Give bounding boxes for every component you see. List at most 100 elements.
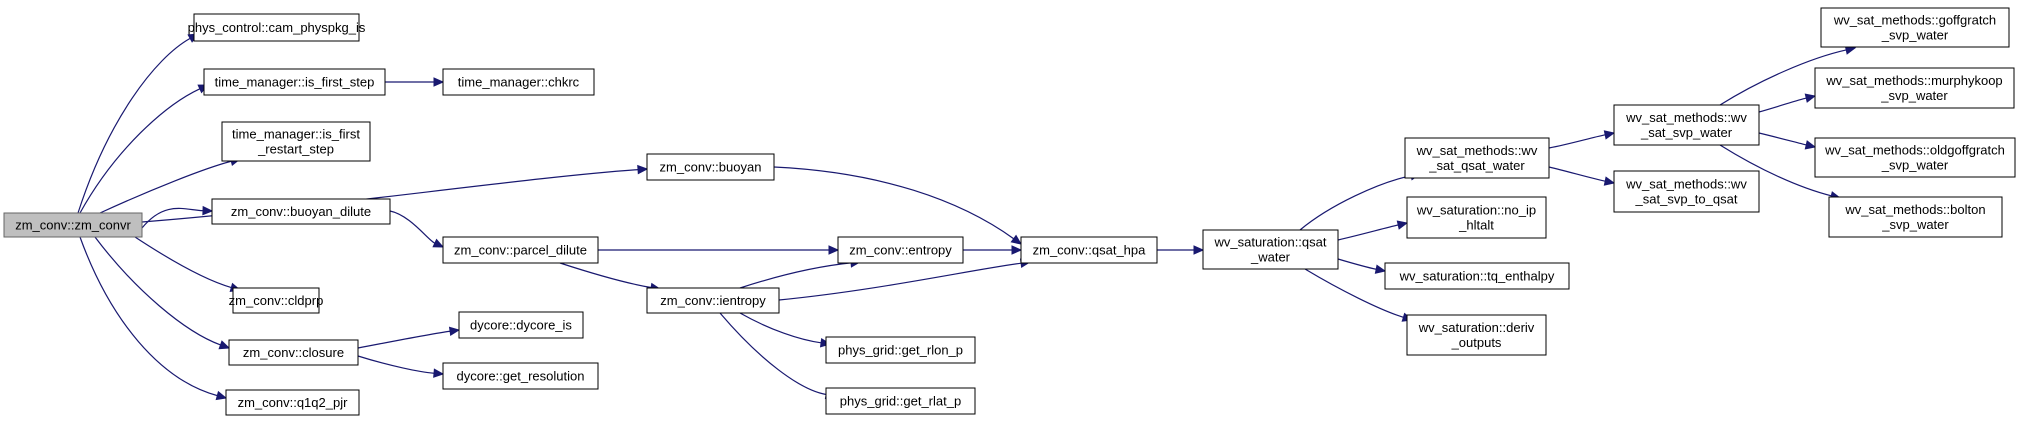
node-box[interactable]	[458, 311, 584, 339]
node-is_first_step[interactable]: time_manager::is_first_step	[203, 68, 386, 96]
node-box[interactable]	[1384, 262, 1570, 290]
node-box[interactable]	[3, 212, 143, 238]
node-box[interactable]	[1613, 170, 1760, 213]
node-box[interactable]	[1404, 137, 1550, 179]
node-label: wv_sat_methods::wv	[1625, 110, 1747, 125]
node-label: _sat_qsat_water	[1428, 158, 1525, 173]
edge-line	[719, 312, 827, 396]
edge-ientropy-to-get_rlon_p	[739, 312, 832, 348]
edges-layer	[77, 33, 1857, 401]
node-wv_sat_svp_to_qsat[interactable]: wv_sat_methods::wv_sat_svp_to_qsat	[1613, 170, 1760, 213]
node-box[interactable]	[225, 389, 360, 416]
node-get_rlon_p[interactable]: phys_grid::get_rlon_p	[825, 336, 976, 364]
node-box[interactable]	[1613, 104, 1760, 146]
node-box[interactable]	[232, 287, 320, 314]
node-box[interactable]	[1406, 196, 1547, 239]
node-ientropy[interactable]: zm_conv::ientropy	[646, 287, 780, 314]
arrowhead-icon	[218, 340, 231, 350]
node-label: time_manager::is_first	[232, 127, 360, 142]
node-qsat_water[interactable]: wv_saturation::qsat_water	[1202, 229, 1339, 270]
node-label: phys_grid::get_rlat_p	[840, 394, 961, 409]
node-box[interactable]	[1828, 196, 2003, 238]
arrowhead-icon	[1804, 93, 1817, 103]
node-buoyan[interactable]: zm_conv::buoyan	[646, 153, 775, 181]
node-qsat_hpa[interactable]: zm_conv::qsat_hpa	[1020, 236, 1158, 264]
edge-line	[1304, 268, 1404, 318]
node-entropy[interactable]: zm_conv::entropy	[837, 236, 964, 264]
edge-entropy-to-qsat_hpa	[962, 245, 1023, 255]
node-q1q2_pjr[interactable]: zm_conv::q1q2_pjr	[225, 389, 360, 416]
node-deriv_outputs[interactable]: wv_saturation::deriv_outputs	[1406, 314, 1547, 356]
node-label: time_manager::chkrc	[458, 75, 580, 90]
node-cam_physpkg_is[interactable]: phys_control::cam_physpkg_is	[188, 13, 366, 42]
node-parcel_dilute[interactable]: zm_conv::parcel_dilute	[442, 236, 599, 264]
node-box[interactable]	[193, 13, 360, 42]
node-label: _restart_step	[257, 142, 334, 157]
node-box[interactable]	[646, 153, 775, 181]
edge-zm_convr-to-cldprp	[134, 236, 242, 292]
node-label: zm_conv::buoyan_dilute	[231, 204, 371, 219]
arrowhead-icon	[432, 238, 445, 248]
node-goffgratch[interactable]: wv_sat_methods::goffgratch_svp_water	[1820, 7, 2010, 48]
node-label: _sat_svp_water	[1640, 125, 1733, 140]
edge-buoyan_dilute-to-parcel_dilute	[389, 210, 445, 248]
node-box[interactable]	[1202, 229, 1339, 270]
node-box[interactable]	[1814, 137, 2016, 178]
node-get_rlat_p[interactable]: phys_grid::get_rlat_p	[825, 387, 976, 415]
node-label: wv_saturation::no_ip	[1416, 203, 1536, 218]
edge-qsat_water-to-no_ip_hltalt	[1337, 220, 1409, 241]
node-label: time_manager::is_first_step	[215, 75, 375, 90]
edge-line	[389, 210, 436, 244]
node-label: wv_sat_methods::oldgoffgratch	[1824, 143, 2005, 158]
arrowhead-icon	[433, 368, 445, 378]
edge-line	[99, 160, 232, 214]
node-box[interactable]	[825, 336, 976, 364]
node-zm_convr[interactable]: zm_conv::zm_convr	[3, 212, 143, 238]
node-box[interactable]	[1814, 67, 2015, 109]
arrowhead-icon	[433, 77, 445, 87]
arrowhead-icon	[1804, 140, 1817, 150]
arrowhead-icon	[448, 326, 461, 337]
edge-parcel_dilute-to-entropy	[597, 245, 840, 255]
node-box[interactable]	[228, 339, 359, 366]
node-chkrc[interactable]: time_manager::chkrc	[442, 68, 595, 96]
edge-zm_convr-to-q1q2_pjr	[79, 236, 228, 401]
edge-closure-to-dycore_is	[357, 326, 461, 349]
node-label: _svp_water	[1881, 28, 1949, 43]
node-dycore_is[interactable]: dycore::dycore_is	[458, 311, 584, 339]
node-get_resolution[interactable]: dycore::get_resolution	[442, 362, 599, 390]
node-label: _svp_water	[1881, 158, 1949, 173]
node-box[interactable]	[442, 236, 599, 264]
node-label: wv_sat_methods::goffgratch	[1833, 13, 1996, 28]
node-wv_sat_svp_water[interactable]: wv_sat_methods::wv_sat_svp_water	[1613, 104, 1760, 146]
node-box[interactable]	[825, 387, 976, 415]
node-box[interactable]	[203, 68, 386, 96]
node-box[interactable]	[211, 198, 391, 225]
edge-zm_convr-to-buoyan_dilute	[141, 205, 214, 229]
node-label: zm_conv::closure	[243, 345, 344, 360]
node-oldgoffgratch[interactable]: wv_sat_methods::oldgoffgratch_svp_water	[1814, 137, 2016, 178]
edge-parcel_dilute-to-ientropy	[559, 262, 662, 293]
node-box[interactable]	[837, 236, 964, 264]
node-box[interactable]	[221, 121, 371, 162]
node-is_first_restart_step[interactable]: time_manager::is_first_restart_step	[221, 121, 371, 162]
node-wv_sat_qsat_water[interactable]: wv_sat_methods::wv_sat_qsat_water	[1404, 137, 1550, 179]
node-tq_enthalpy[interactable]: wv_saturation::tq_enthalpy	[1384, 262, 1570, 290]
node-box[interactable]	[1820, 7, 2010, 48]
node-box[interactable]	[1020, 236, 1158, 264]
node-closure[interactable]: zm_conv::closure	[228, 339, 359, 366]
edge-qsat_hpa-to-qsat_water	[1156, 245, 1205, 255]
node-bolton[interactable]: wv_sat_methods::bolton_svp_water	[1828, 196, 2003, 238]
arrowhead-icon	[1396, 220, 1409, 230]
node-murphykoop[interactable]: wv_sat_methods::murphykoop_svp_water	[1814, 67, 2015, 109]
node-box[interactable]	[442, 68, 595, 96]
node-cldprp[interactable]: zm_conv::cldprp	[229, 287, 324, 314]
node-box[interactable]	[442, 362, 599, 390]
node-no_ip_hltalt[interactable]: wv_saturation::no_ip_hltalt	[1406, 196, 1547, 239]
node-label: phys_control::cam_physpkg_is	[188, 20, 366, 35]
node-box[interactable]	[646, 287, 780, 314]
node-buoyan_dilute[interactable]: zm_conv::buoyan_dilute	[211, 198, 391, 225]
node-box[interactable]	[1406, 314, 1547, 356]
edge-line	[1337, 224, 1399, 241]
node-label: wv_sat_methods::wv	[1416, 143, 1538, 158]
